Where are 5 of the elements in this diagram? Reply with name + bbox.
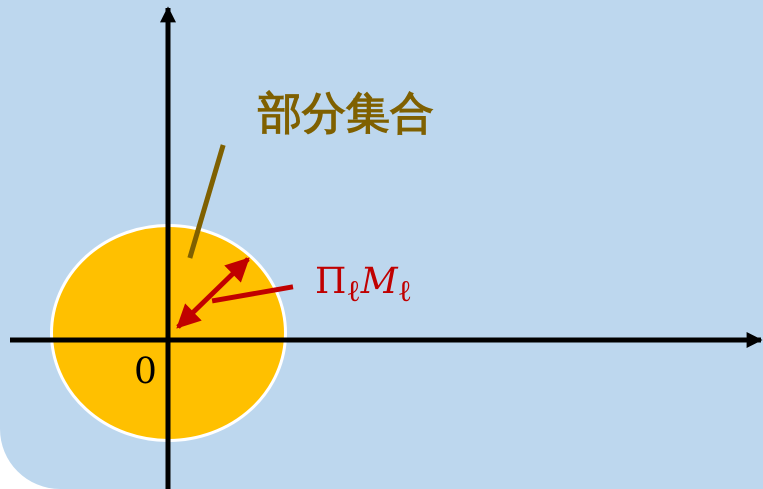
leader-line xyxy=(187,144,226,259)
set-label: 部分集合 xyxy=(258,87,434,141)
formula-label: Π$_{ℓ}$M$_{ℓ}$ xyxy=(315,260,412,310)
subset-ellipse xyxy=(50,224,287,442)
origin-label: 0 xyxy=(134,352,157,392)
